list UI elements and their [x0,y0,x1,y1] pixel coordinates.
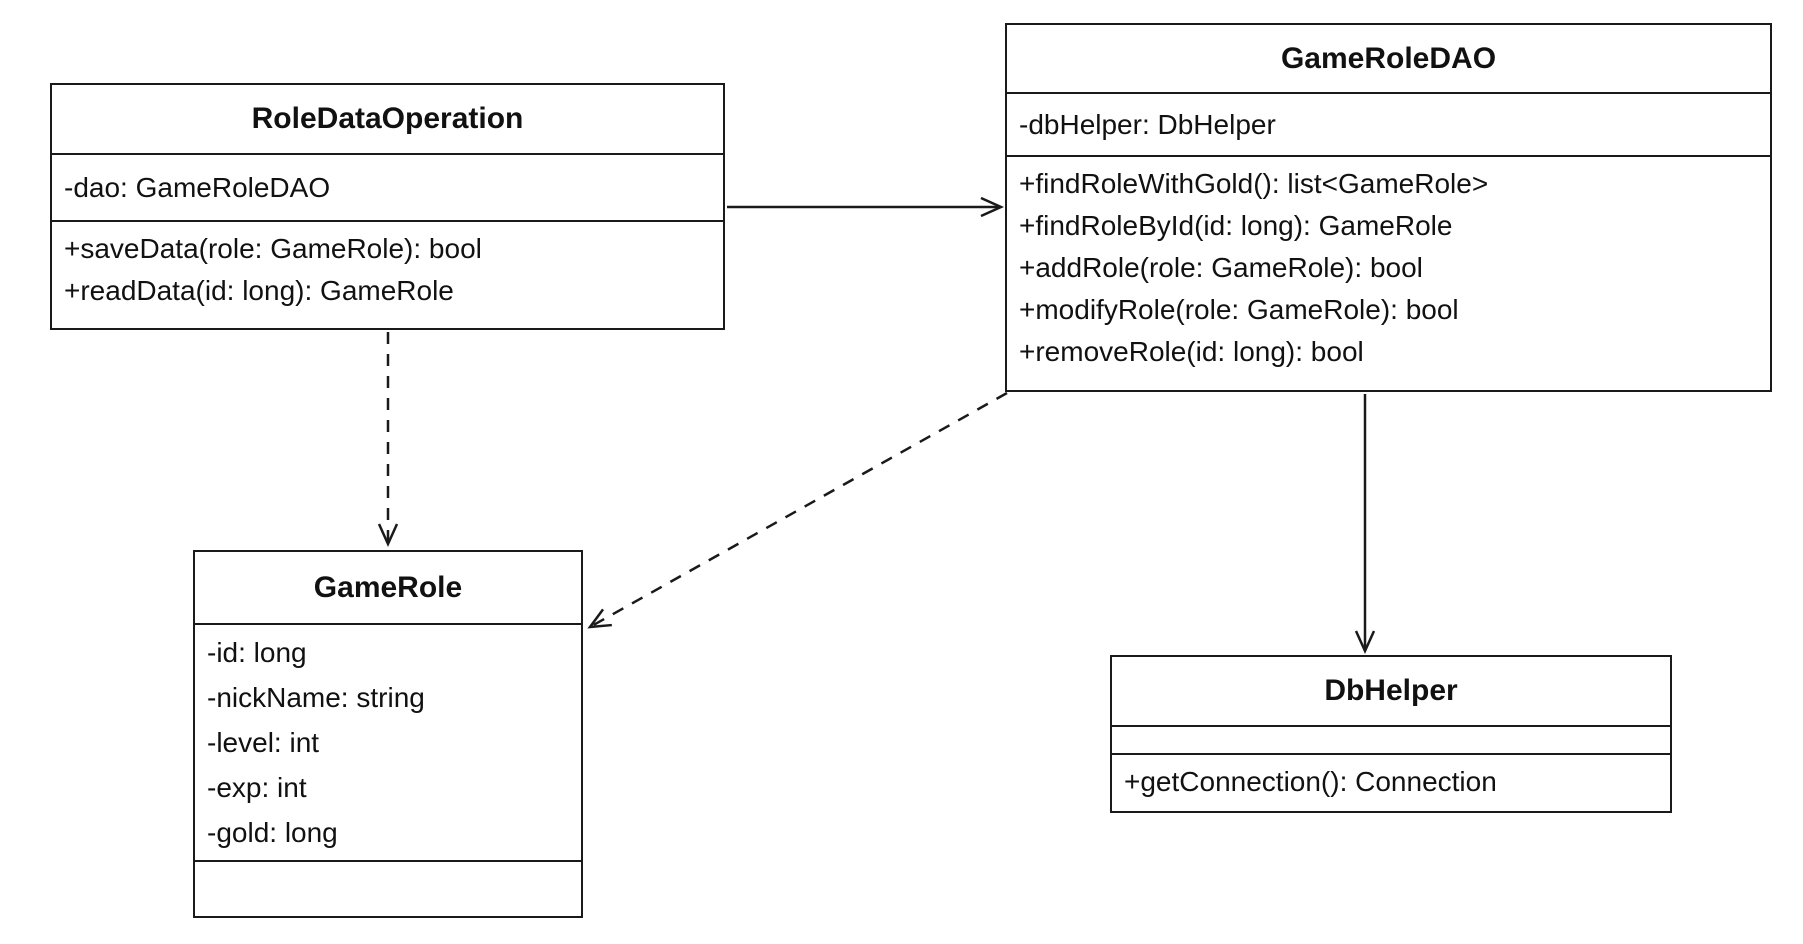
class-title-gameroledao: GameRoleDAO [1280,41,1497,75]
methods-section: +getConnection(): Connection [1112,753,1670,811]
attributes-section: -dbHelper: DbHelper [1007,92,1770,155]
methods-section-empty [195,860,581,916]
attribute-row: -nickName: string [207,682,425,713]
class-box-roledataoperation[interactable]: RoleDataOperation -dao: GameRoleDAO +sav… [50,83,725,330]
attributes-section: -id: long -nickName: string -level: int … [195,623,581,860]
methods-section: +saveData(role: GameRole): bool +readDat… [52,220,723,328]
method-row: +readData(id: long): GameRole [64,275,454,306]
attributes-section: -dao: GameRoleDAO [52,153,723,220]
methods-section: +findRoleWithGold(): list<GameRole> +fin… [1007,155,1770,390]
method-row: +findRoleById(id: long): GameRole [1019,210,1453,241]
method-row: +saveData(role: GameRole): bool [64,233,482,264]
attribute-row: -level: int [207,727,320,758]
method-row: +modifyRole(role: GameRole): bool [1019,294,1459,325]
class-title-gamerole: GameRole [313,570,463,604]
attribute-row: -dbHelper: DbHelper [1019,108,1276,140]
attribute-row: -dao: GameRoleDAO [64,171,331,203]
edge-gameroledao-to-gamerole[interactable] [587,391,1008,629]
method-row: +removeRole(id: long): bool [1019,336,1364,367]
attribute-row: -gold: long [207,817,338,848]
attribute-row: -exp: int [207,772,307,803]
attribute-row: -id: long [207,637,307,668]
class-title-dbhelper: DbHelper [1324,674,1458,707]
method-row: +findRoleWithGold(): list<GameRole> [1019,168,1489,199]
method-row: +addRole(role: GameRole): bool [1019,252,1423,283]
class-title-roledataoperation: RoleDataOperation [251,102,524,135]
class-box-gameroledao[interactable]: GameRoleDAO -dbHelper: DbHelper +findRol… [1005,23,1772,392]
class-box-dbhelper[interactable]: DbHelper +getConnection(): Connection [1110,655,1672,813]
attributes-section-empty [1112,725,1670,753]
class-box-gamerole[interactable]: GameRole -id: long -nickName: string -le… [193,550,583,918]
method-row: +getConnection(): Connection [1124,766,1497,797]
